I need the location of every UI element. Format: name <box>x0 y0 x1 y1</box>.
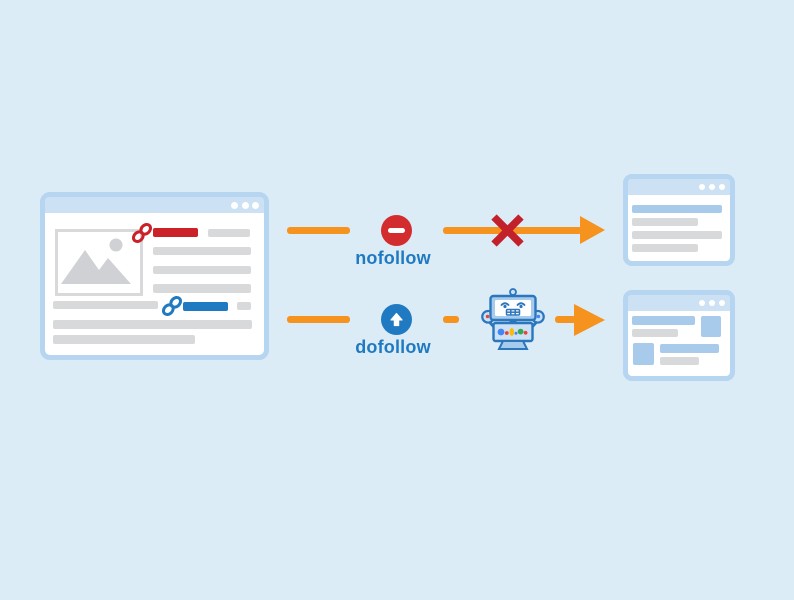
text-placeholder-line <box>53 320 252 329</box>
target-page-content <box>628 311 730 376</box>
text-placeholder-line <box>632 244 698 252</box>
window-dot <box>231 201 238 209</box>
no-entry-icon <box>381 215 412 246</box>
window-titlebar <box>628 179 730 195</box>
window-titlebar <box>628 295 730 311</box>
up-arrow-glyph <box>390 312 403 327</box>
red-chain-link-icon <box>131 222 153 244</box>
window-dot <box>708 299 715 307</box>
text-placeholder-line <box>53 301 158 309</box>
image-placeholder <box>55 229 143 296</box>
window-dot <box>708 183 715 191</box>
arrow-up-circle-icon <box>381 304 412 335</box>
content-placeholder-blue <box>633 343 654 365</box>
dofollow-anchor-text <box>183 302 228 311</box>
window-dot <box>252 201 259 209</box>
nofollow-label: nofollow <box>355 248 431 268</box>
arrow-shaft <box>555 316 576 323</box>
text-placeholder-line <box>153 247 251 255</box>
text-placeholder-line <box>660 357 699 365</box>
text-placeholder-line <box>208 229 250 237</box>
content-placeholder-blue <box>632 316 695 325</box>
window-dot <box>718 183 725 191</box>
window-dot <box>698 299 705 307</box>
target-page-content <box>628 195 730 261</box>
cross-icon <box>491 214 524 247</box>
content-placeholder-blue <box>632 205 722 213</box>
source-page-window <box>40 192 269 360</box>
flow-dash <box>443 316 459 323</box>
text-placeholder-line <box>237 302 251 310</box>
picture-icon <box>61 238 131 284</box>
nofollow-anchor-text <box>153 228 198 237</box>
text-placeholder-line <box>153 284 251 293</box>
nofollow-target-window <box>623 174 735 266</box>
text-placeholder-line <box>632 329 678 337</box>
no-entry-bar <box>388 227 405 234</box>
window-dot <box>698 183 705 191</box>
text-placeholder-line <box>632 218 698 226</box>
blue-chain-link-icon <box>161 295 183 317</box>
window-dot <box>241 201 249 209</box>
flow-dash <box>287 316 350 323</box>
flow-dash <box>287 227 350 234</box>
dofollow-target-window <box>623 290 735 381</box>
window-titlebar <box>45 197 264 213</box>
googlebot-icon <box>481 288 545 350</box>
arrow-head-icon <box>580 216 605 244</box>
source-page-content <box>45 213 264 355</box>
dofollow-label: dofollow <box>355 337 431 357</box>
text-placeholder-line <box>153 266 251 274</box>
content-placeholder-blue <box>660 344 719 353</box>
content-placeholder-blue <box>701 316 721 337</box>
text-placeholder-line <box>632 231 722 239</box>
window-dot <box>718 299 725 307</box>
arrow-head-icon <box>574 303 605 336</box>
text-placeholder-line <box>53 335 195 344</box>
